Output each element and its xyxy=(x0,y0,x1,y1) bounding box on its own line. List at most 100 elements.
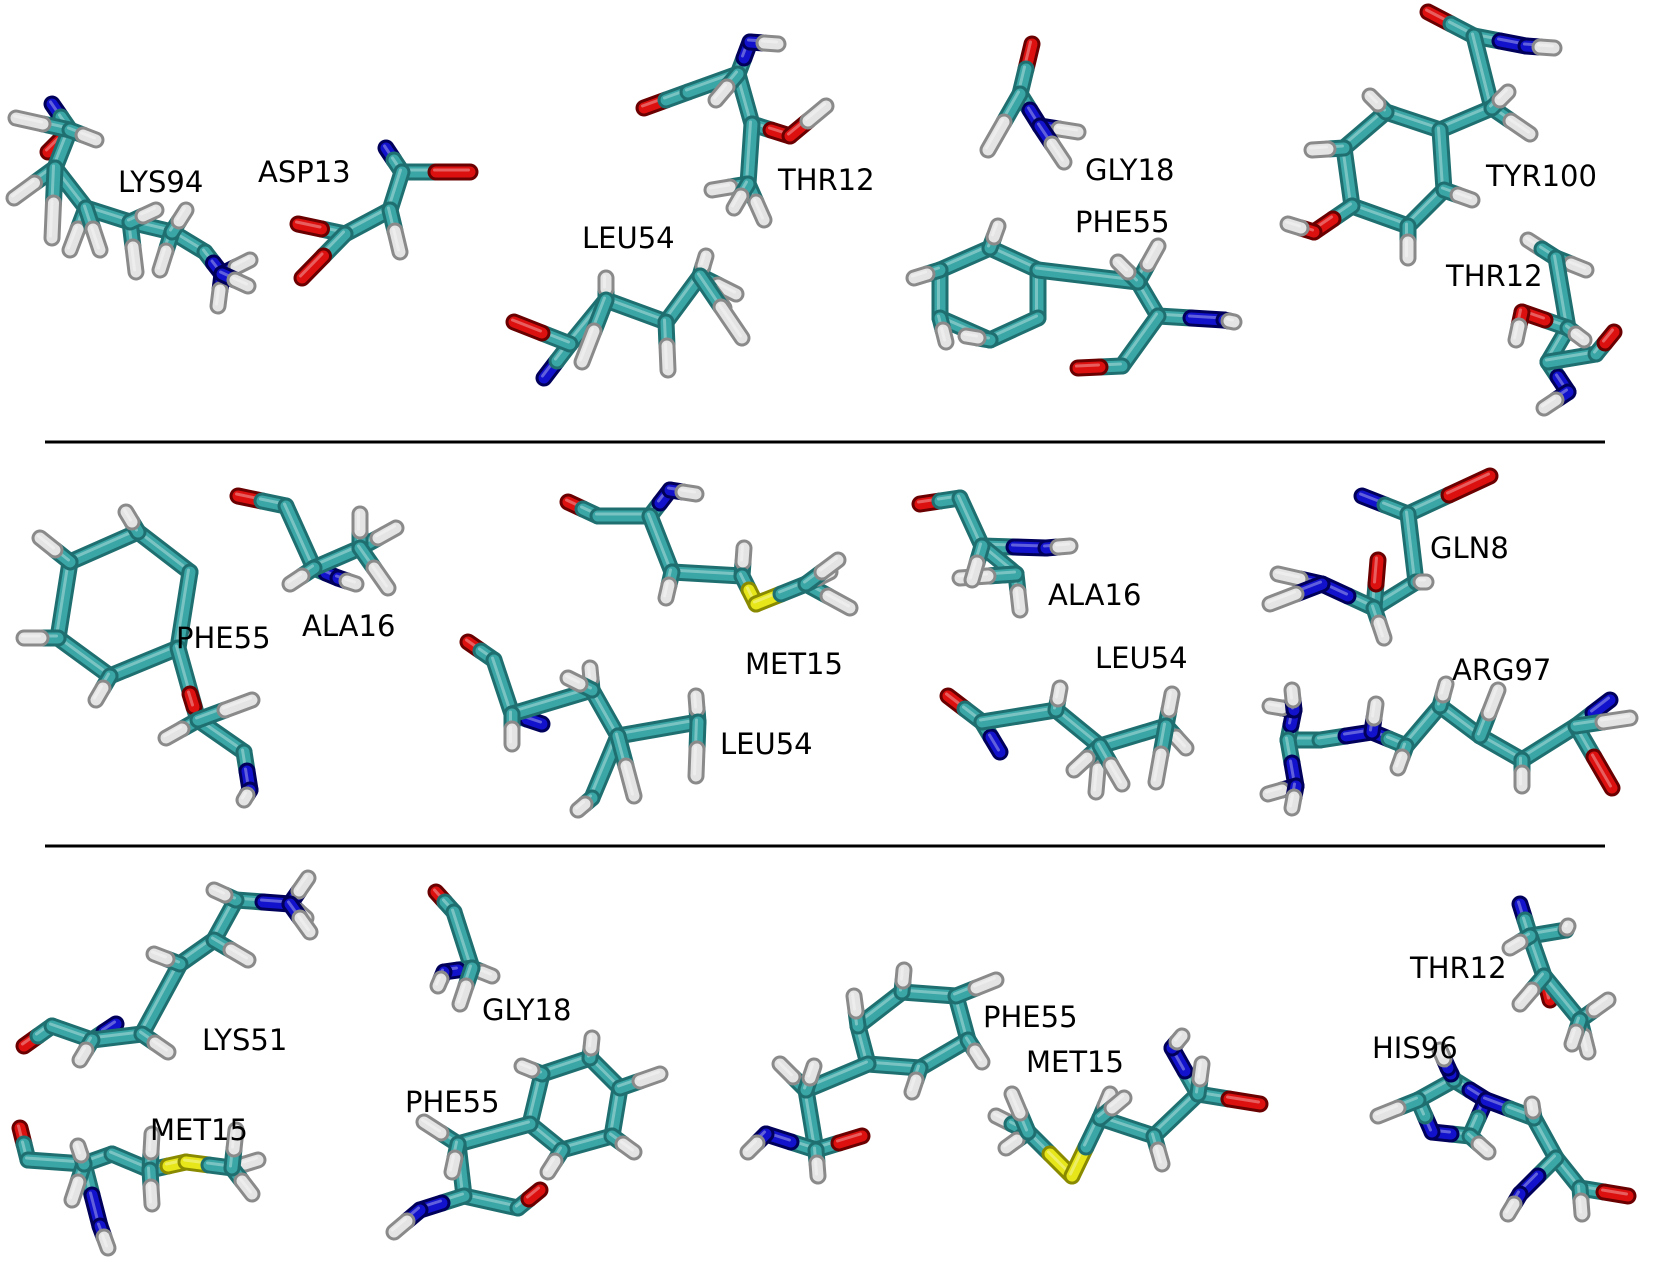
bond-stick xyxy=(988,733,1000,752)
bond-stick xyxy=(1392,751,1408,774)
residue-label: LEU54 xyxy=(582,221,675,255)
residue-label: PHE55 xyxy=(1075,205,1170,239)
bond-stick xyxy=(1150,748,1167,788)
bond-stick xyxy=(848,990,862,1017)
bond-stick xyxy=(1306,143,1334,156)
bond-stick xyxy=(49,1022,92,1040)
bond-stick xyxy=(556,1130,618,1156)
bond-stick xyxy=(222,696,252,710)
bond-stick xyxy=(822,590,856,614)
bond-stick xyxy=(1599,326,1620,349)
bond-stick xyxy=(988,220,1004,243)
bond-stick xyxy=(1437,678,1452,701)
bond-stick xyxy=(1372,1102,1404,1122)
bond-stick xyxy=(1373,617,1390,644)
bond-stick xyxy=(1443,470,1496,501)
residue-label: THR12 xyxy=(1409,951,1507,985)
bond-stick xyxy=(284,570,308,590)
bond-stick xyxy=(1289,793,1294,808)
bond-stick xyxy=(816,554,844,578)
bond-stick xyxy=(637,1070,660,1081)
bond-stick xyxy=(937,324,952,348)
bond-stick xyxy=(906,1074,922,1098)
bond-stick xyxy=(1597,712,1636,728)
bond-stick xyxy=(1537,43,1554,48)
residue-label: GLY18 xyxy=(1085,153,1174,187)
bond-stick xyxy=(74,1044,92,1066)
bond-stick xyxy=(1403,702,1440,746)
bond-stick xyxy=(13,114,43,124)
bond-stick xyxy=(660,579,675,604)
bond-stick xyxy=(777,1060,793,1077)
bond-stick xyxy=(458,1190,524,1214)
bond-stick xyxy=(969,559,977,580)
bond-stick xyxy=(1090,763,1104,798)
bond-stick xyxy=(375,524,396,538)
bond-stick xyxy=(1486,686,1498,713)
bond-stick xyxy=(1502,1198,1520,1220)
residue-label: ARG97 xyxy=(1452,653,1551,687)
bond-stick xyxy=(479,968,492,976)
bond-stick xyxy=(1434,1044,1450,1065)
bond-stick xyxy=(579,327,594,362)
bond-stick xyxy=(371,564,388,588)
bond-stick xyxy=(140,206,156,216)
bond-stick xyxy=(669,568,742,576)
bond-stick xyxy=(389,225,406,258)
bond-stick xyxy=(804,1060,820,1084)
bond-stick xyxy=(1513,322,1519,340)
bond-stick xyxy=(661,340,674,376)
bond-stick xyxy=(215,286,220,306)
bond-stick xyxy=(836,1132,862,1143)
bond-stick xyxy=(239,1177,252,1194)
bond-stick xyxy=(173,204,192,227)
bond-stick xyxy=(1573,330,1584,340)
residue-label: ASP13 xyxy=(258,155,351,189)
bond-stick xyxy=(296,874,308,891)
bond-stick xyxy=(1452,189,1478,206)
bond-stick xyxy=(761,39,778,44)
bond-stick xyxy=(1367,92,1378,104)
bond-stick xyxy=(972,1047,982,1062)
bond-stick xyxy=(1375,1104,1398,1116)
bond-stick xyxy=(132,526,196,578)
bond-stick xyxy=(80,131,96,140)
bond-stick xyxy=(1155,1146,1162,1164)
bond-stick xyxy=(1145,242,1158,264)
residue-label: ALA16 xyxy=(302,609,395,643)
bond-stick xyxy=(1578,1030,1594,1058)
bond-stick xyxy=(294,912,316,938)
bond-stick xyxy=(745,1139,757,1152)
bond-stick xyxy=(283,502,314,568)
residue-label: MET15 xyxy=(1026,1045,1124,1079)
bond-stick xyxy=(620,760,640,802)
bond-stick xyxy=(1173,733,1186,748)
bond-stick xyxy=(1053,123,1084,138)
bond-stick xyxy=(1370,554,1384,590)
bond-stick xyxy=(710,81,733,106)
bond-stick xyxy=(1364,90,1384,110)
bond-stick xyxy=(963,332,978,338)
bond-stick xyxy=(1071,754,1087,770)
bond-stick xyxy=(1275,570,1300,579)
bond-stick xyxy=(45,137,59,152)
bond-stick xyxy=(296,250,329,284)
bond-stick xyxy=(1006,1088,1026,1119)
bond-stick xyxy=(572,798,591,816)
bond-stick xyxy=(603,296,666,322)
bond-stick xyxy=(457,982,466,1004)
bond-stick xyxy=(519,1062,532,1070)
bond-stick xyxy=(449,1154,455,1172)
bond-stick xyxy=(1508,117,1530,134)
bond-stick xyxy=(22,1154,90,1170)
bond-stick xyxy=(176,206,186,221)
bond-stick xyxy=(1504,936,1526,954)
bond-stick xyxy=(1264,588,1302,610)
bond-stick xyxy=(1569,1028,1576,1044)
bond-stick xyxy=(145,1181,158,1210)
bond-stick xyxy=(1371,700,1376,718)
bond-stick xyxy=(706,181,736,196)
bond-stick xyxy=(1148,1088,1204,1142)
bond-stick xyxy=(523,1184,546,1205)
bond-stick xyxy=(104,642,184,682)
